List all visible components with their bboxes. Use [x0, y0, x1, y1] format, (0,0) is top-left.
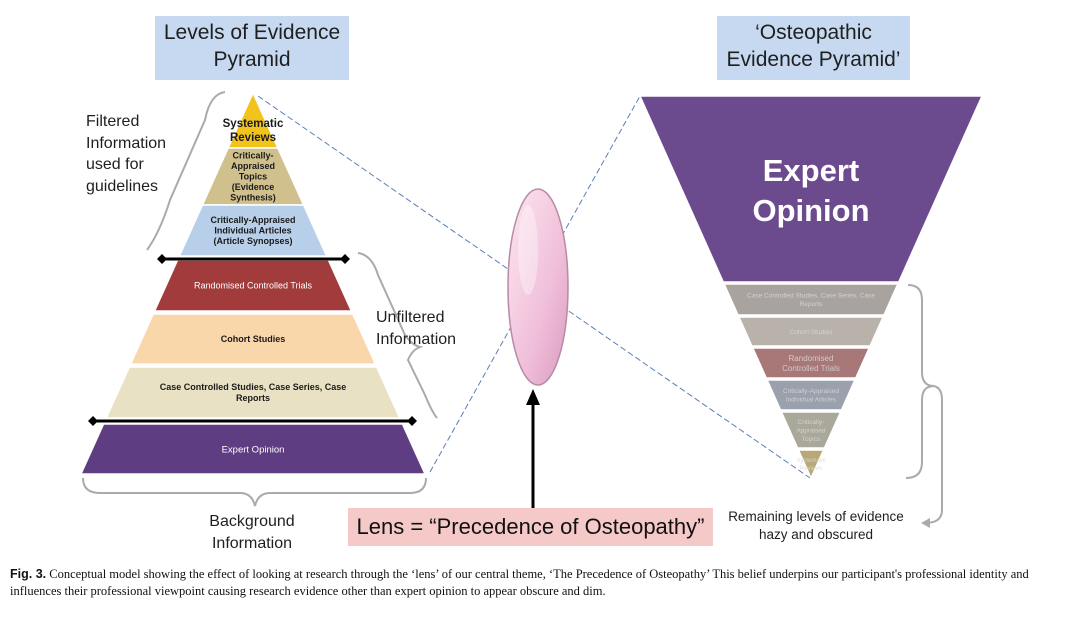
level-cohort-studies-label: Cohort Studies — [221, 334, 286, 344]
level-critically-appraised-articles-band — [178, 204, 328, 257]
lens-highlight — [518, 205, 538, 295]
figure-caption: Fig. 3. Conceptual model showing the eff… — [10, 566, 1060, 600]
filtered-information-label: Filtered Information used for guidelines — [86, 113, 167, 195]
divider-lower — [88, 416, 417, 426]
right-level-expert-opinion-band — [638, 95, 984, 283]
caption-label: Fig. 3. — [10, 567, 47, 581]
right-level-case-controlled-band — [722, 283, 900, 316]
right-title: ‘Osteopathic Evidence Pyramid’ — [726, 21, 901, 71]
lens-label: Lens = “Precedence of Osteopathy” — [356, 514, 705, 539]
right-level-case-controlled-label: Case Controlled Studies, Case Series, Ca… — [747, 293, 875, 309]
unfiltered-information-label: Unfiltered Information — [376, 309, 457, 348]
unfiltered-bracket — [357, 252, 438, 419]
hazy-bracket-upper — [905, 284, 935, 479]
level-case-controlled-studies-label: Case Controlled Studies, Case Series, Ca… — [160, 382, 347, 403]
level-case-controlled-studies-band — [105, 366, 401, 419]
lens-label-box: Lens = “Precedence of Osteopathy” — [348, 508, 713, 546]
level-expert-opinion-band — [79, 423, 427, 475]
lens-arrow — [526, 389, 540, 508]
background-information-label: Background Information — [209, 513, 295, 552]
right-title-box: ‘Osteopathic Evidence Pyramid’ — [717, 16, 910, 80]
hazy-obscured-label: Remaining levels of evidence hazy and ob… — [728, 509, 904, 542]
level-randomised-controlled-trials-label: Randomised Controlled Trials — [194, 281, 313, 291]
hazy-bracket-lower — [924, 385, 943, 524]
left-title-box: Levels of Evidence Pyramid — [155, 16, 349, 80]
level-expert-opinion-label: Expert Opinion — [222, 444, 285, 455]
right-level-articles-band — [765, 379, 857, 411]
caption-text: Conceptual model showing the effect of l… — [10, 567, 1029, 598]
right-level-topics-band — [780, 411, 842, 449]
background-bracket — [82, 477, 427, 507]
divider-upper — [157, 254, 350, 264]
hazy-arrow-head — [921, 518, 930, 528]
right-level-cohort-label: Cohort Studies — [790, 329, 834, 336]
right-level-systematic-band — [797, 449, 825, 480]
lens-shape — [507, 188, 569, 386]
level-cohort-studies-band — [129, 313, 377, 365]
right-level-rct-band — [751, 347, 871, 379]
filtered-bracket — [146, 91, 226, 251]
right-level-cohort-band — [737, 316, 885, 347]
left-title: Levels of Evidence Pyramid — [163, 21, 341, 71]
